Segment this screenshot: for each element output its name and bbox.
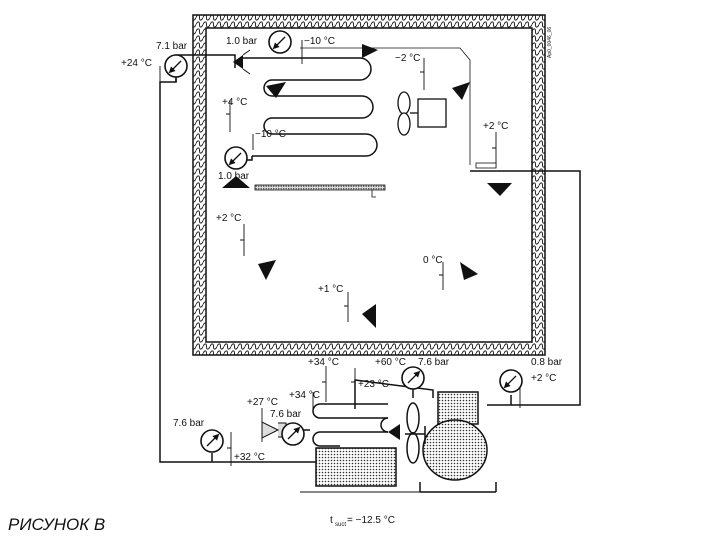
suction-temp-symbol: t	[330, 515, 333, 526]
figure-caption: РИСУНОК В	[8, 515, 105, 534]
piping	[159, 47, 581, 463]
label-room-temp-2: 0 °C	[423, 255, 443, 266]
label-valve-pressure: 1.0 bar	[226, 36, 258, 47]
labels: 7.1 bar +24 °C 1.0 bar −10 °C −2 °C +4 °…	[121, 36, 563, 463]
label-coil-out-temp: −10 °C	[255, 129, 286, 140]
pressure-gauge-inlet	[164, 54, 188, 78]
label-room-temp-1: +2 °C	[216, 213, 241, 224]
suction-temp-value: = −12.5 °C	[347, 515, 395, 526]
label-suction-pressure: 0.8 bar	[531, 357, 563, 368]
temperature-probes	[159, 40, 521, 466]
sensor-box	[475, 162, 497, 169]
airflow-arrows	[222, 44, 512, 440]
label-discharge-temp-2: +60 °C	[375, 357, 406, 368]
condensing-unit	[300, 391, 497, 493]
evaporator-fan	[397, 91, 447, 136]
drip-tray	[254, 162, 497, 198]
label-suction-temp: +2 °C	[531, 373, 556, 384]
label-discharge-temp-3: +23 °C	[358, 379, 389, 390]
pressure-gauge-evap-out	[224, 146, 248, 170]
pressure-gauge-condenser	[281, 422, 305, 446]
pressure-gauge-discharge	[401, 366, 425, 390]
label-inlet-pressure: 7.1 bar	[156, 41, 188, 52]
label-fan-temp: −2 °C	[395, 53, 420, 64]
cold-room-walls	[192, 14, 546, 356]
label-evap-out-pressure: 1.0 bar	[218, 171, 250, 182]
pressure-gauge-valve	[268, 30, 292, 54]
label-room-temp-3: +1 °C	[318, 284, 343, 295]
pressure-gauge-suction	[499, 369, 523, 393]
label-condenser-temp-1: +34 °C	[289, 390, 320, 401]
label-discharge-temp-1: +34 °C	[308, 357, 339, 368]
label-receiver-temp: +32 °C	[234, 452, 265, 463]
label-discharge-pressure: 7.6 bar	[418, 357, 450, 368]
label-inlet-temp: +24 °C	[121, 58, 152, 69]
document-code: Ap0_0046_06	[547, 27, 553, 58]
suction-temp-subscript: suct	[335, 522, 346, 528]
label-condenser-temp-2: +27 °C	[247, 397, 278, 408]
expansion-valve	[233, 49, 251, 75]
label-evap-in-temp: −10 °C	[304, 36, 335, 47]
label-coil-temp: +4 °C	[222, 97, 247, 108]
pressure-gauge-receiver	[200, 429, 224, 453]
label-condenser-pressure: 7.6 bar	[270, 409, 302, 420]
suction-temperature: t suct = −12.5 °C	[330, 515, 395, 528]
label-return-temp: +2 °C	[483, 121, 508, 132]
label-receiver-pressure: 7.6 bar	[173, 418, 205, 429]
